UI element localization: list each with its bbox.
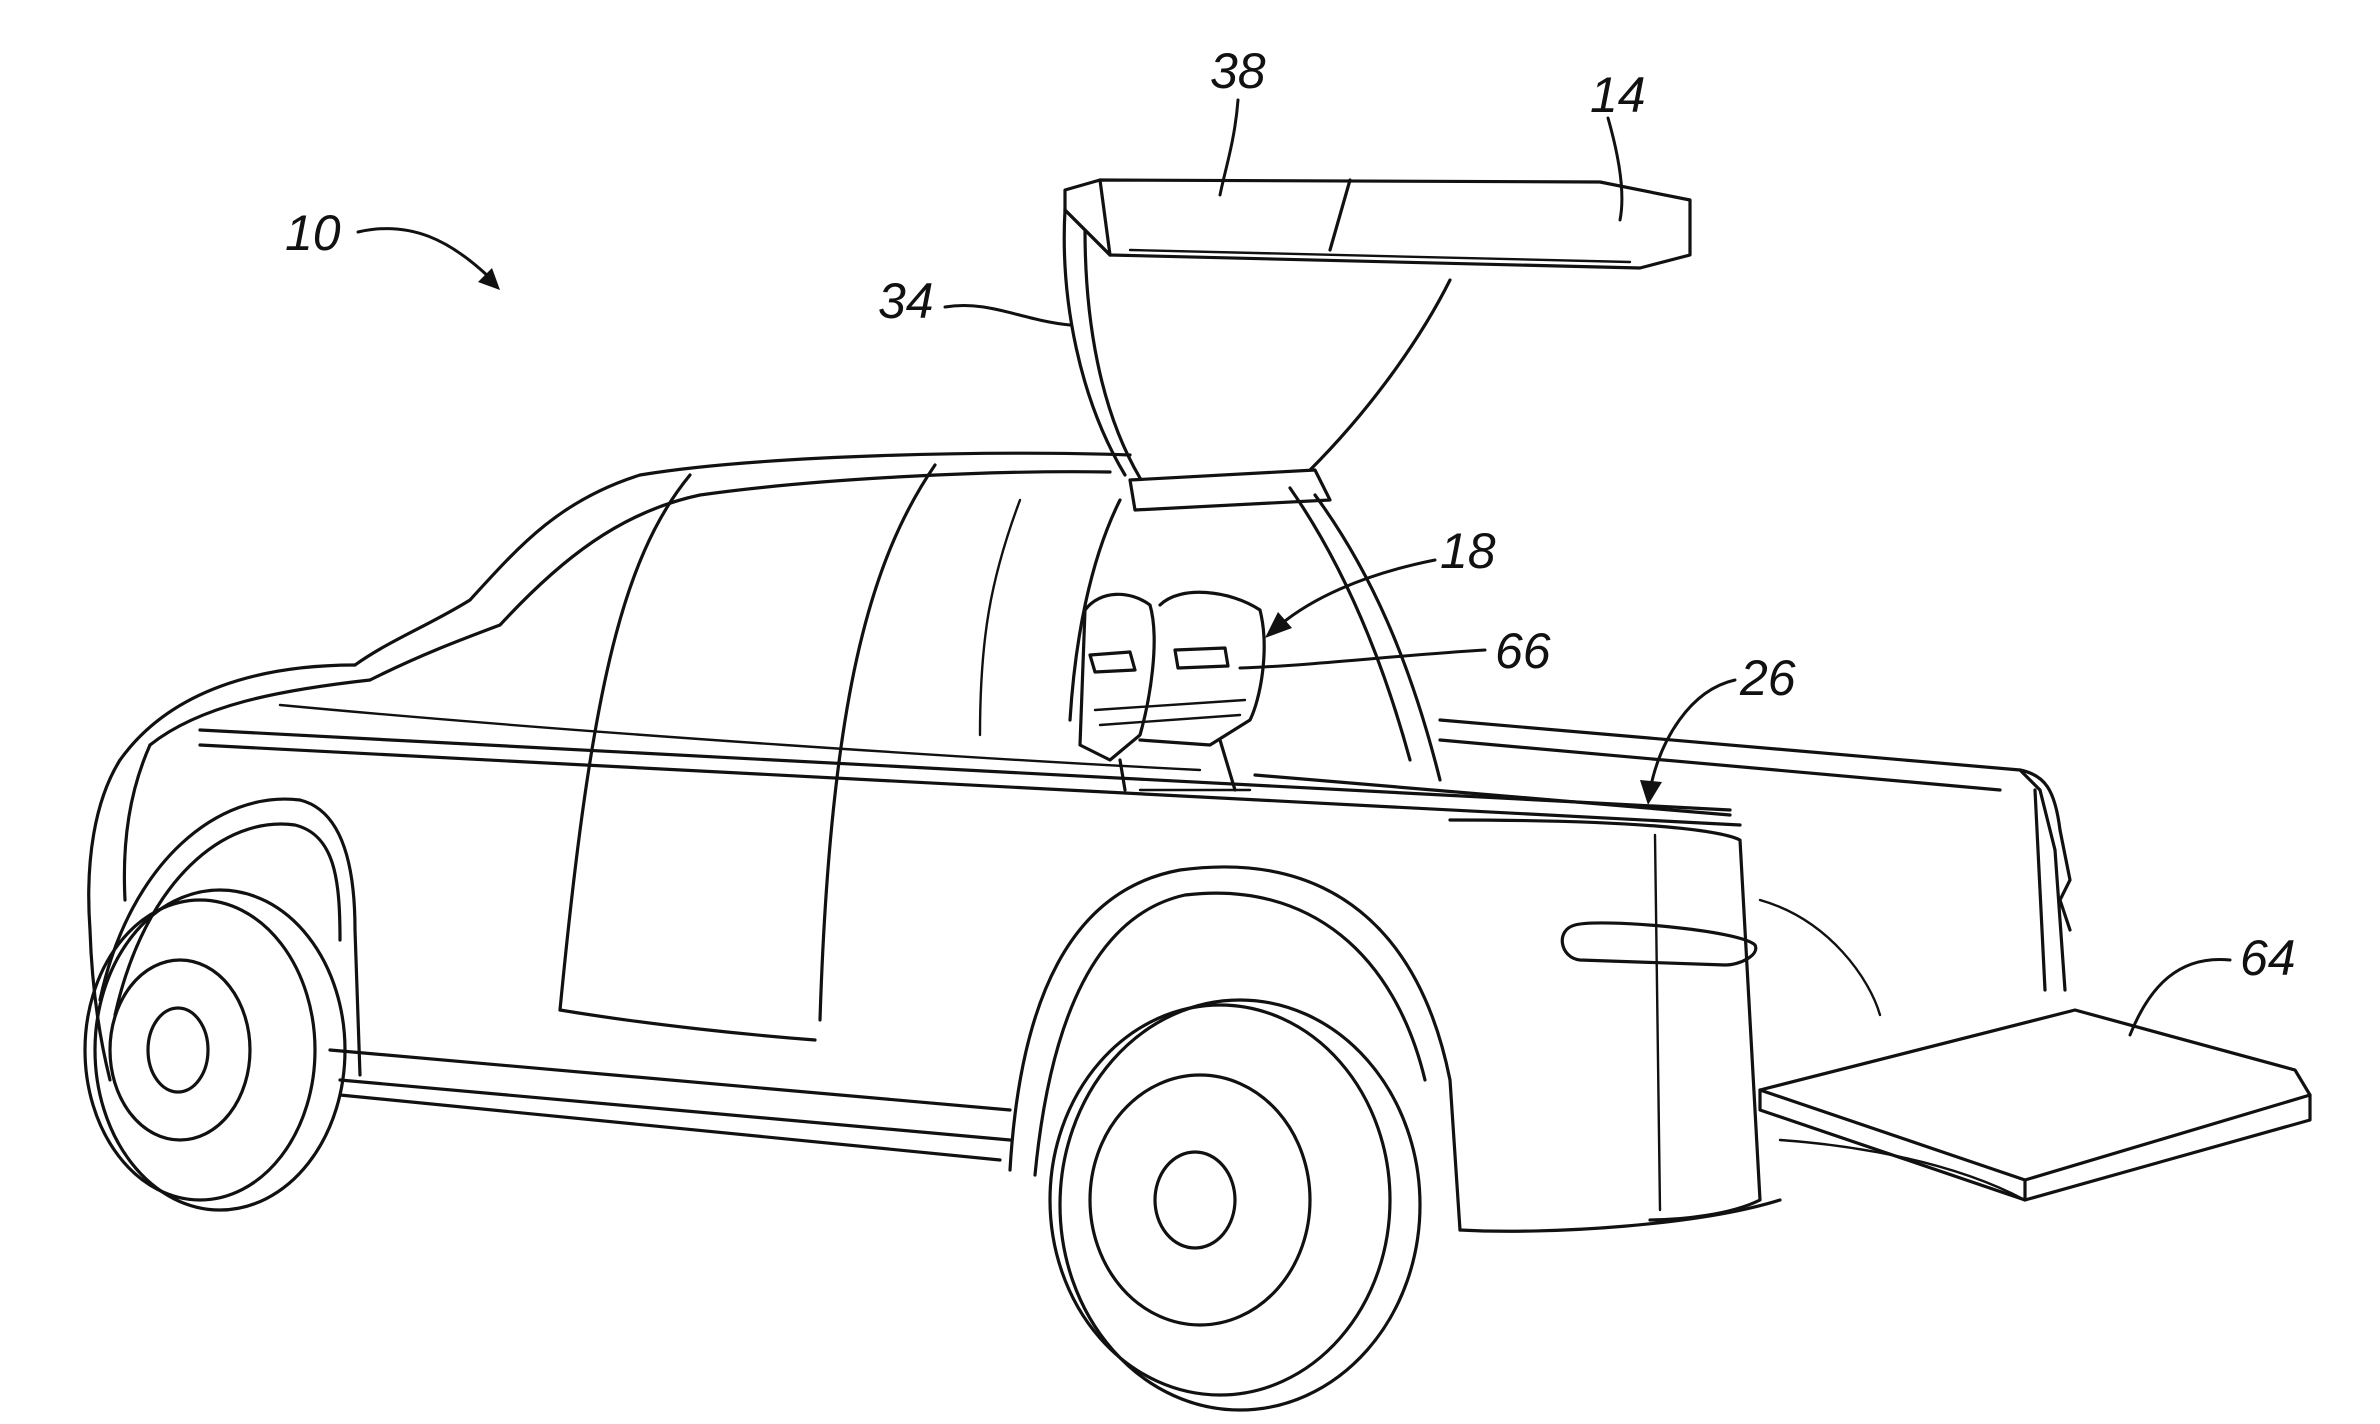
reference-numerals: 10 38 14 34 18 66 26 64 — [285, 43, 2296, 986]
leader-26 — [1648, 678, 1737, 792]
leader-38 — [1218, 98, 1240, 197]
canopy-structure — [1062, 178, 1692, 512]
truck-body — [87, 451, 1782, 1233]
label-10: 10 — [285, 205, 341, 261]
leader-10 — [356, 227, 492, 280]
label-14: 14 — [1590, 67, 1646, 123]
leader-10-arrowhead — [478, 268, 500, 290]
leader-64 — [2128, 957, 2232, 1037]
leader-66 — [1238, 648, 1487, 670]
leader-26-arrowhead — [1640, 780, 1662, 805]
leader-18-arrowhead — [1265, 612, 1292, 638]
rear-wheel — [1048, 998, 1422, 1412]
cargo-bed — [1253, 718, 2072, 1017]
label-18: 18 — [1440, 523, 1496, 579]
label-26: 26 — [1739, 650, 1796, 706]
label-34: 34 — [878, 273, 934, 329]
leader-lines — [356, 98, 2232, 1037]
leader-18 — [1278, 558, 1437, 627]
leader-14 — [1606, 116, 1624, 222]
label-38: 38 — [1210, 43, 1266, 99]
label-66: 66 — [1495, 623, 1551, 679]
front-wheel — [83, 888, 347, 1212]
label-64: 64 — [2240, 930, 2296, 986]
extension-platform — [1758, 1008, 2312, 1202]
rear-seats — [1078, 590, 1266, 792]
leader-34 — [943, 304, 1072, 327]
